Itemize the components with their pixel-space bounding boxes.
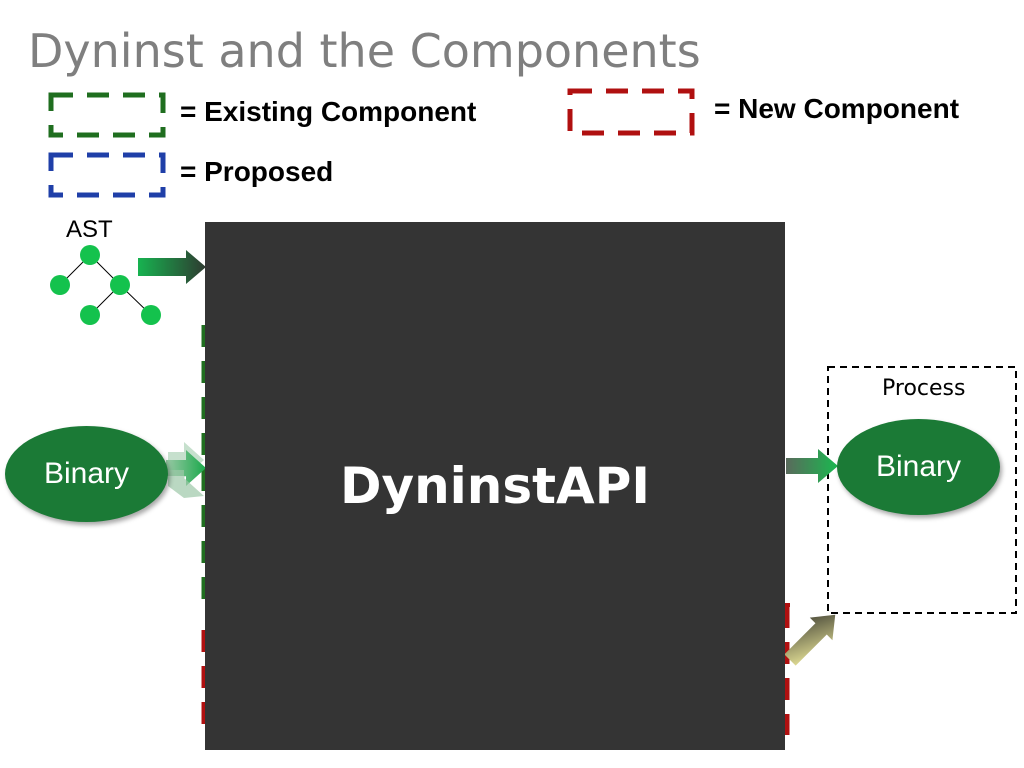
legend-proposed-label: = Proposed (180, 156, 334, 187)
ast-label: AST (66, 216, 113, 243)
process-output-arrow (784, 614, 836, 666)
legend-new-swatch (567, 88, 695, 136)
dyninstapi-label: DyninstAPI (339, 457, 651, 515)
legend-existing-swatch (48, 92, 166, 138)
legend-existing-label: = Existing Component (180, 96, 477, 127)
ast-input-arrow (138, 250, 206, 284)
binary-input-arrow (166, 450, 206, 486)
dyninstapi-box: DyninstAPI (205, 222, 785, 750)
process-label: Process (882, 376, 966, 401)
binary-process-node: Binary (837, 419, 1000, 515)
binary-input-node: Binary (5, 426, 168, 522)
process-box (827, 366, 1017, 614)
binary-input-label: Binary (43, 457, 130, 490)
binary-output-arrow (786, 449, 838, 483)
slide-title: Dyninst and the Components (28, 24, 701, 78)
ast-tree-icon (50, 245, 161, 325)
legend-new-label: = New Component (714, 93, 960, 124)
binary-input-arrow-shadow2 (168, 470, 204, 498)
legend-proposed-swatch (48, 152, 166, 198)
binary-process-label: Binary (875, 450, 962, 483)
